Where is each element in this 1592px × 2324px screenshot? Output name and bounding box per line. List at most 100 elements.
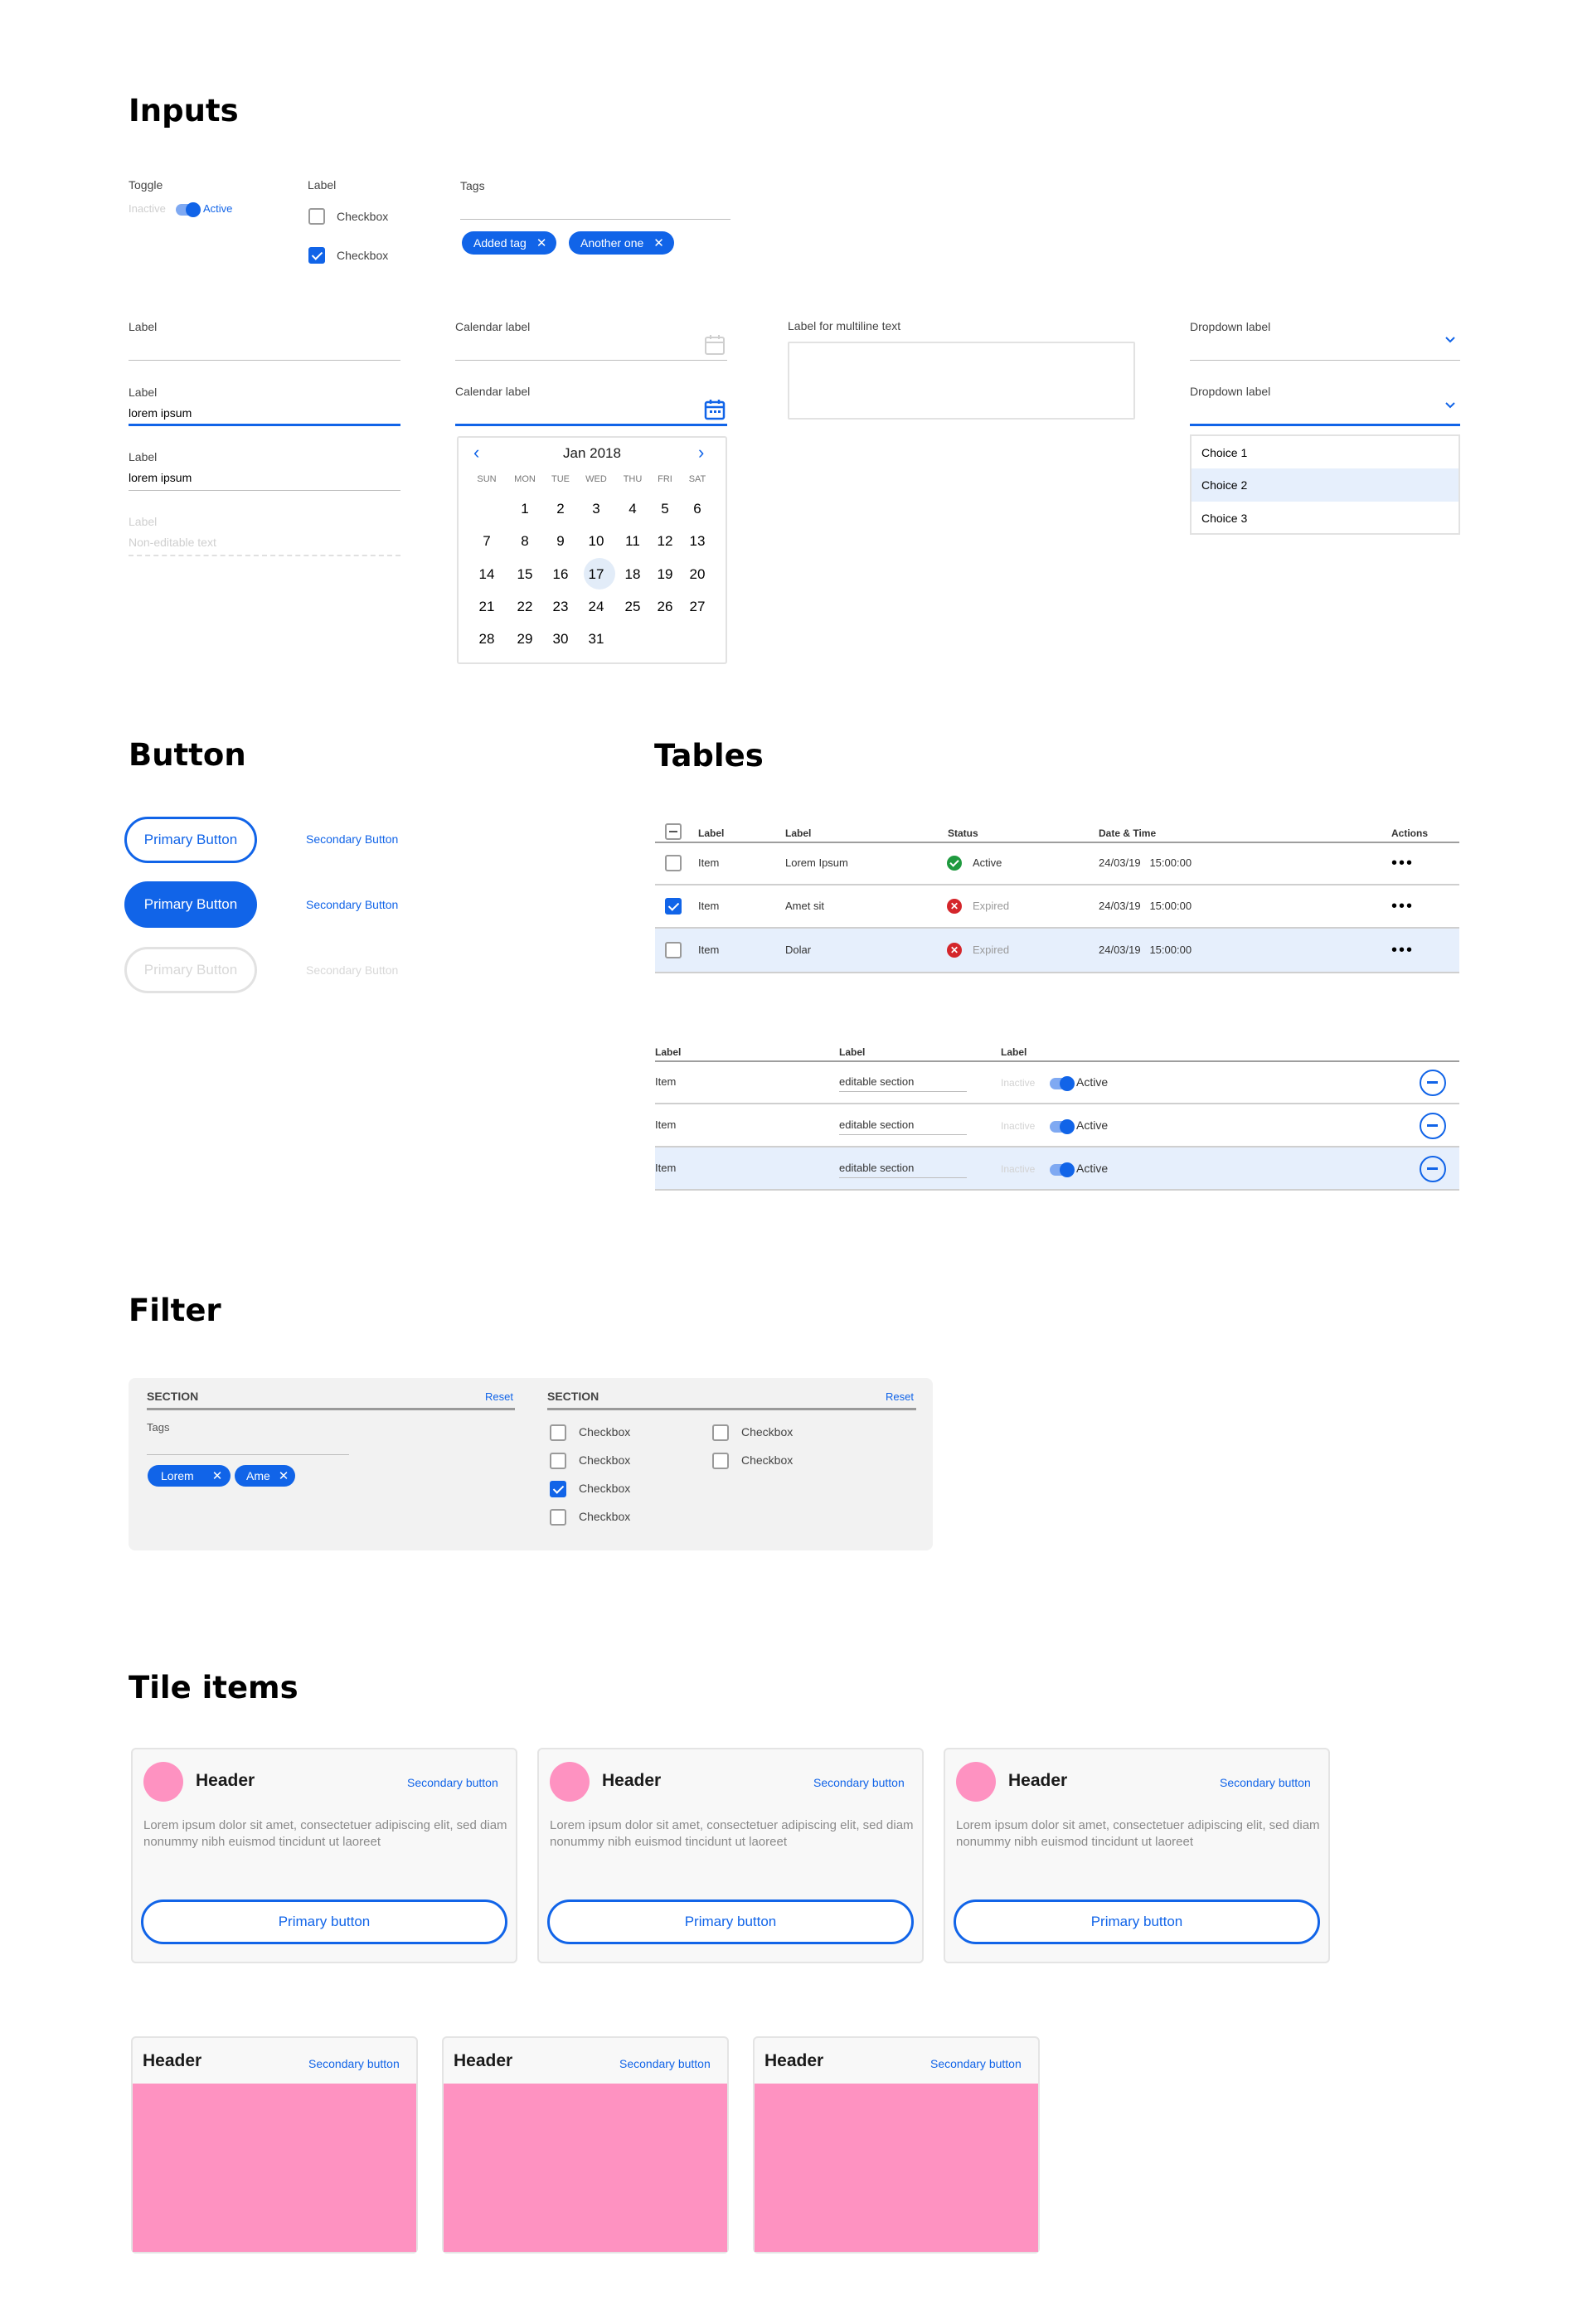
toggle-switch[interactable]	[1050, 1162, 1075, 1177]
multiline-textarea[interactable]	[788, 342, 1135, 420]
dropdown-open[interactable]	[1190, 424, 1460, 426]
dropdown-closed[interactable]	[1190, 360, 1460, 361]
remove-row-icon[interactable]	[1420, 1113, 1446, 1139]
close-icon[interactable]: ✕	[653, 235, 664, 250]
text-field-empty[interactable]	[129, 360, 400, 361]
calendar-day[interactable]: 21	[478, 599, 495, 614]
calendar-day[interactable]: 12	[657, 533, 673, 549]
tag-chip[interactable]: Lorem✕	[148, 1465, 231, 1487]
calendar-day[interactable]: 13	[689, 533, 706, 549]
toggle-switch[interactable]	[1050, 1119, 1075, 1134]
calendar-day[interactable]: 28	[478, 631, 495, 647]
dropdown-option[interactable]: Choice 2	[1201, 478, 1248, 492]
secondary-button[interactable]: Secondary Button	[306, 832, 399, 846]
close-icon[interactable]: ✕	[211, 1468, 223, 1483]
remove-row-icon[interactable]	[1420, 1070, 1446, 1096]
checkbox-unchecked[interactable]	[308, 208, 325, 225]
filter-checkbox[interactable]	[712, 1453, 729, 1469]
filter-reset-link[interactable]: Reset	[485, 1390, 513, 1403]
calendar-day[interactable]: 6	[693, 501, 701, 517]
calendar-day[interactable]: 30	[552, 631, 569, 647]
tile-secondary-button[interactable]: Secondary button	[407, 1776, 498, 1789]
primary-button-filled[interactable]: Primary Button	[124, 881, 257, 928]
calendar-day[interactable]: 24	[588, 599, 604, 614]
calendar-day[interactable]: 7	[483, 533, 491, 549]
editable-cell[interactable]: editable section	[839, 1162, 915, 1174]
calendar-day[interactable]: 11	[625, 533, 640, 549]
calendar-day[interactable]: 31	[588, 631, 604, 647]
tag-chip[interactable]: Added tag✕	[462, 231, 557, 255]
filter-checkbox[interactable]	[550, 1453, 566, 1469]
calendar-day[interactable]: 23	[552, 599, 569, 614]
text-field-focused[interactable]	[129, 424, 400, 426]
toggle-switch[interactable]	[176, 202, 201, 217]
chevron-right-icon[interactable]: ›	[698, 442, 705, 463]
row-checkbox[interactable]	[665, 855, 682, 871]
filter-reset-link[interactable]: Reset	[886, 1390, 914, 1403]
toggle-switch[interactable]	[1050, 1076, 1075, 1091]
tile-secondary-button[interactable]: Secondary button	[930, 2057, 1022, 2070]
calendar-day[interactable]: 2	[556, 501, 565, 517]
tile-secondary-button[interactable]: Secondary button	[813, 1776, 905, 1789]
calendar-day[interactable]: 17	[588, 566, 604, 582]
calendar-day[interactable]: 26	[657, 599, 673, 614]
filter-checkbox[interactable]	[550, 1424, 566, 1441]
tags-input-line[interactable]	[460, 219, 730, 220]
calendar-input[interactable]	[455, 360, 727, 361]
editable-cell[interactable]: editable section	[839, 1075, 915, 1088]
calendar-day[interactable]: 9	[556, 533, 565, 549]
calendar-day[interactable]: 29	[517, 631, 533, 647]
dropdown-option[interactable]: Choice 3	[1201, 512, 1248, 525]
text-field-filled[interactable]	[129, 490, 400, 491]
close-icon[interactable]: ✕	[536, 235, 547, 250]
calendar-day[interactable]: 5	[661, 501, 669, 517]
calendar-day[interactable]: 16	[552, 566, 569, 582]
calendar-day[interactable]: 19	[657, 566, 673, 582]
calendar-day[interactable]: 3	[592, 501, 600, 517]
tile-secondary-button[interactable]: Secondary button	[619, 2057, 711, 2070]
calendar-icon[interactable]	[704, 334, 726, 356]
remove-row-icon[interactable]	[1420, 1156, 1446, 1182]
select-all-checkbox[interactable]	[665, 823, 682, 840]
more-actions-icon[interactable]: •••	[1391, 941, 1415, 959]
filter-checkbox[interactable]	[550, 1481, 566, 1497]
chevron-down-icon[interactable]	[1444, 401, 1456, 410]
calendar-day[interactable]: 18	[624, 566, 641, 582]
row-checkbox[interactable]	[665, 942, 682, 958]
tile-primary-button[interactable]: Primary button	[954, 1899, 1320, 1944]
calendar-day[interactable]: 25	[624, 599, 641, 614]
checkbox-checked[interactable]	[308, 247, 325, 264]
tile-primary-button[interactable]: Primary button	[141, 1899, 507, 1944]
dropdown-option[interactable]: Choice 1	[1201, 446, 1248, 459]
filter-checkbox[interactable]	[550, 1509, 566, 1526]
editable-cell[interactable]: editable section	[839, 1118, 915, 1131]
filter-checkbox[interactable]	[712, 1424, 729, 1441]
more-actions-icon[interactable]: •••	[1391, 897, 1415, 915]
chevron-left-icon[interactable]: ‹	[473, 442, 480, 463]
text-field-value[interactable]: lorem ipsum	[129, 471, 192, 484]
table-row-highlighted[interactable]	[655, 929, 1459, 972]
calendar-input-focused[interactable]	[455, 424, 727, 426]
tile-primary-button[interactable]: Primary button	[547, 1899, 914, 1944]
calendar-icon[interactable]	[704, 399, 726, 420]
tile-secondary-button[interactable]: Secondary button	[1220, 1776, 1311, 1789]
calendar-day[interactable]: 15	[517, 566, 533, 582]
calendar-day[interactable]: 4	[629, 501, 637, 517]
tag-chip[interactable]: Another one✕	[569, 231, 674, 255]
chevron-down-icon[interactable]	[1444, 336, 1456, 344]
tile-secondary-button[interactable]: Secondary button	[308, 2057, 400, 2070]
tag-chip[interactable]: Ame✕	[235, 1465, 296, 1487]
row-checkbox[interactable]	[665, 898, 682, 915]
text-field-value[interactable]: lorem ipsum	[129, 406, 192, 420]
more-actions-icon[interactable]: •••	[1391, 854, 1415, 872]
calendar-day[interactable]: 10	[588, 533, 604, 549]
filter-tags-input[interactable]	[147, 1454, 349, 1455]
calendar-day[interactable]: 27	[689, 599, 706, 614]
calendar-day[interactable]: 1	[521, 501, 529, 517]
primary-button-outline[interactable]: Primary Button	[124, 817, 257, 863]
close-icon[interactable]: ✕	[278, 1468, 289, 1483]
calendar-day[interactable]: 20	[689, 566, 706, 582]
secondary-button[interactable]: Secondary Button	[306, 898, 399, 911]
calendar-day[interactable]: 8	[521, 533, 529, 549]
calendar-day[interactable]: 22	[517, 599, 533, 614]
